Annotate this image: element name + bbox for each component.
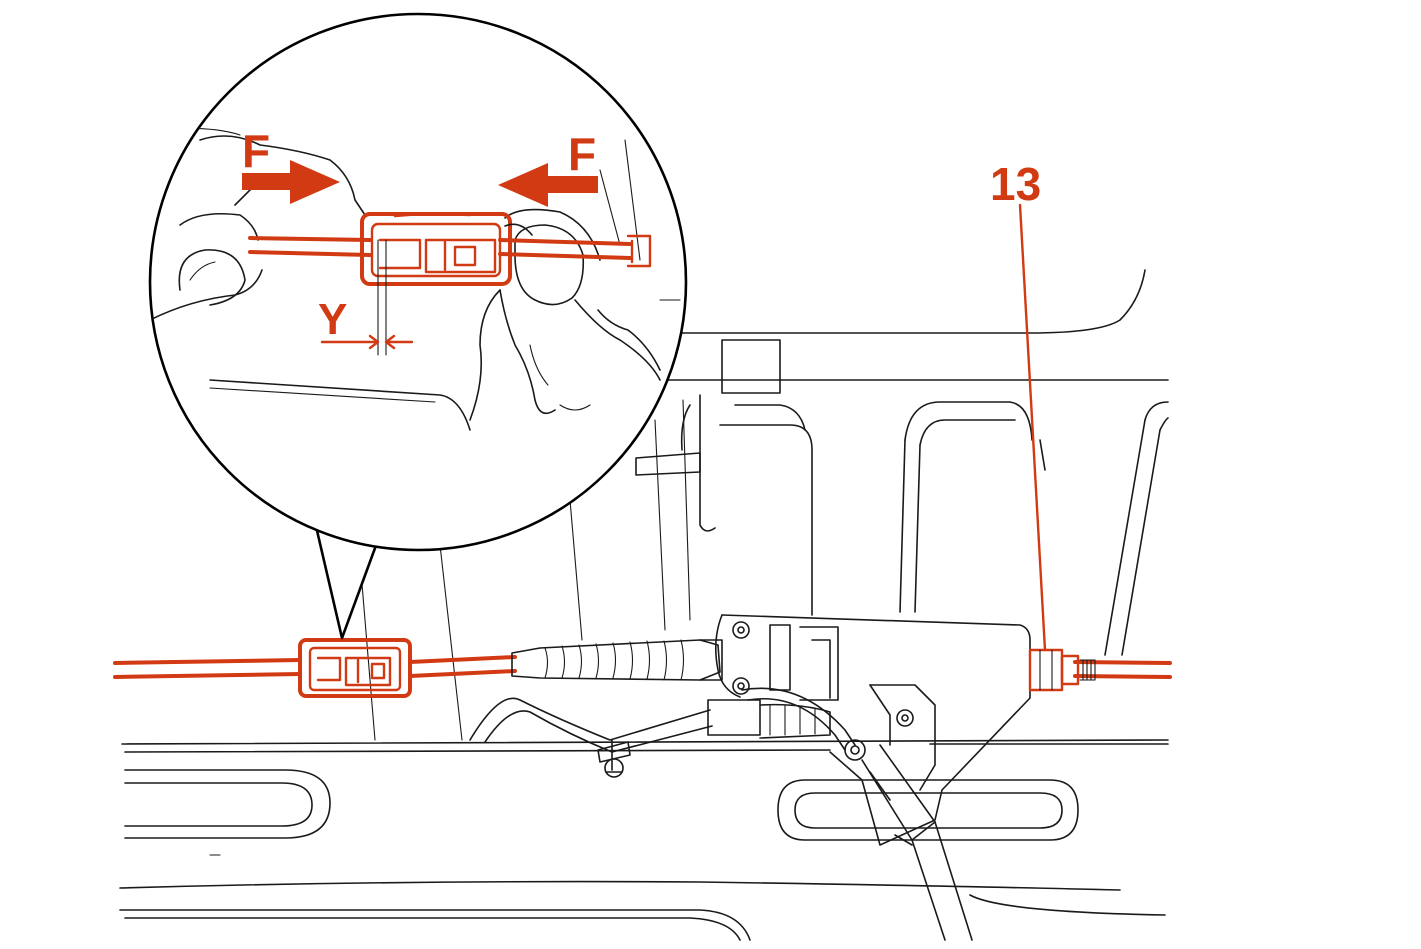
- force-arrow-right: [242, 160, 340, 204]
- parking-brake-lever-assembly: [714, 614, 1031, 941]
- force-arrow-left: [498, 163, 598, 207]
- force-label-left: F: [242, 125, 270, 177]
- brake-cable-front: [113, 655, 1172, 679]
- part-13-leader-line: [1018, 203, 1047, 652]
- cable-connector: [298, 638, 412, 698]
- cable-boot: [511, 639, 723, 681]
- cable-adjuster-13: [1028, 648, 1096, 692]
- gap-dimension-arrows: [320, 334, 414, 350]
- vehicle-floor-structure: [119, 269, 1169, 941]
- wiring-harness: [469, 697, 831, 778]
- force-label-right: F: [568, 128, 596, 180]
- part-number-13: 13: [990, 158, 1041, 210]
- detail-magnifier: [148, 12, 688, 640]
- gap-label-y: Y: [318, 295, 347, 344]
